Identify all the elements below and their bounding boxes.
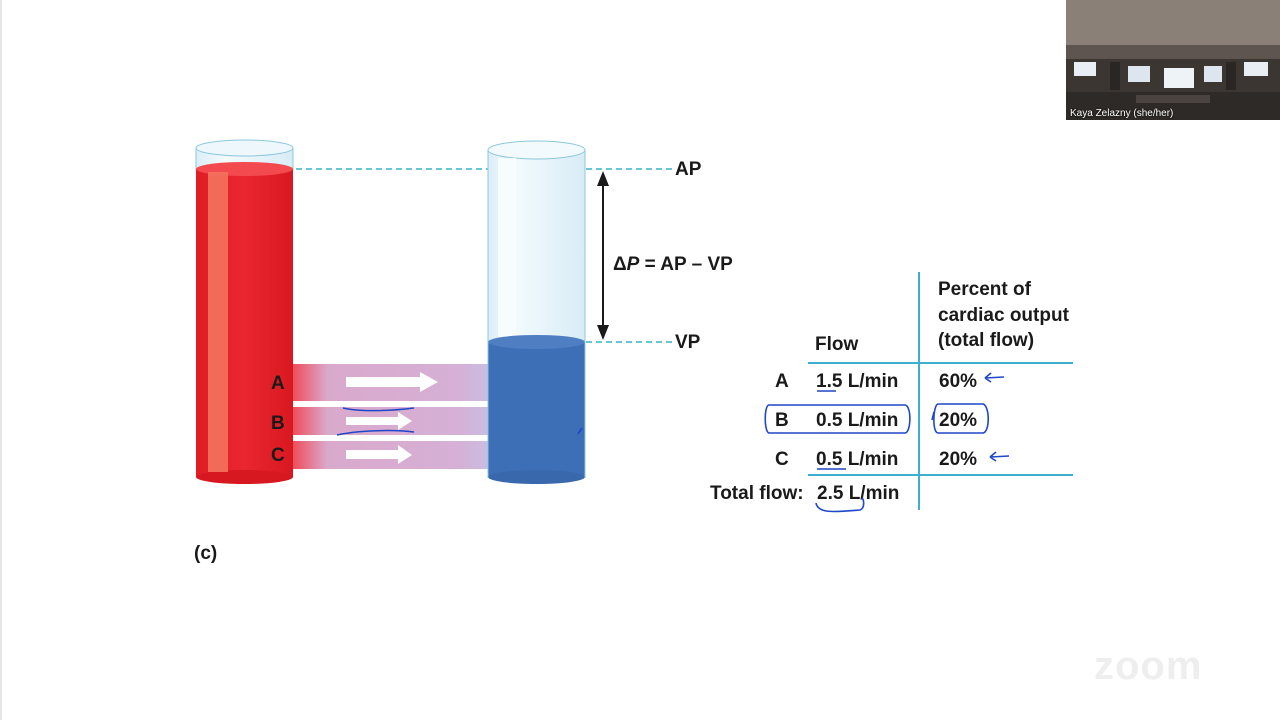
webcam-video-tile[interactable]: Kaya Zelazny (she/her) bbox=[1066, 0, 1280, 120]
arterial-column bbox=[195, 139, 294, 484]
webcam-scene bbox=[1066, 0, 1280, 120]
ap-label: AP bbox=[675, 159, 702, 180]
percent-header-line-1: Percent of bbox=[938, 279, 1032, 300]
flow-arrows bbox=[346, 372, 438, 464]
zoom-watermark: zoom bbox=[1094, 644, 1203, 688]
row-flow: 0.5 L/min bbox=[816, 410, 898, 431]
tube-label-c: C bbox=[271, 445, 285, 466]
percent-header-line-2: cardiac output bbox=[938, 305, 1070, 326]
percent-header-line-3: (total flow) bbox=[938, 330, 1034, 351]
participant-name: Kaya Zelazny (she/her) bbox=[1070, 108, 1174, 119]
flow-table-grid bbox=[808, 272, 1073, 510]
row-label: C bbox=[775, 449, 789, 470]
vp-label: VP bbox=[675, 332, 701, 353]
row-label: B bbox=[775, 410, 789, 431]
row-percent: 60% bbox=[939, 371, 977, 392]
arrow-right-icon bbox=[346, 445, 412, 464]
table-row: C 0.5 L/min 20% bbox=[775, 449, 977, 470]
row-flow: 1.5 L/min bbox=[816, 371, 898, 392]
row-flow: 0.5 L/min bbox=[816, 449, 898, 470]
slide-edge bbox=[0, 0, 2, 720]
venous-column bbox=[487, 140, 586, 484]
arrow-right-icon bbox=[346, 412, 412, 430]
row-percent: 20% bbox=[939, 449, 977, 470]
row-label: A bbox=[775, 371, 789, 392]
arrow-right-icon bbox=[346, 372, 438, 392]
table-row: B 0.5 L/min 20% bbox=[775, 410, 977, 431]
total-flow-value: 2.5 L/min bbox=[817, 483, 899, 504]
total-flow-label: Total flow: bbox=[710, 483, 804, 504]
table-row: A 1.5 L/min 60% bbox=[775, 371, 977, 392]
table-total-row: Total flow: 2.5 L/min bbox=[710, 483, 899, 504]
pressure-difference-arrow bbox=[597, 171, 609, 340]
tube-label-b: B bbox=[271, 413, 285, 434]
panel-label: (c) bbox=[194, 543, 217, 564]
ink-annotation bbox=[342, 407, 415, 412]
flow-column-header: Flow bbox=[815, 334, 858, 355]
ink-annotations bbox=[577, 372, 1010, 513]
tube-label-a: A bbox=[271, 373, 285, 394]
row-percent: 20% bbox=[939, 410, 977, 431]
ink-annotation bbox=[336, 429, 415, 436]
delta-p-formula: ΔP = AP – VP bbox=[613, 254, 733, 275]
